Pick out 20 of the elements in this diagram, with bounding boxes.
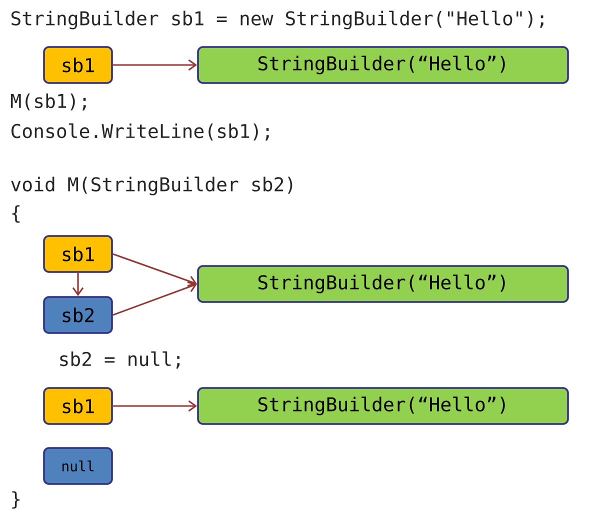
arrow [72,272,84,296]
object-box: StringBuilder(“Hello”) [197,46,569,84]
variable-box: sb1 [43,387,113,425]
object-box: StringBuilder(“Hello”) [197,387,569,425]
variable-box: sb1 [43,235,113,273]
arrow [112,59,198,71]
code-line: StringBuilder sb1 = new StringBuilder("Hello"); [12,10,544,30]
arrow [112,253,198,287]
code-line: } [12,491,20,509]
arrow [112,400,198,412]
object-box: StringBuilder(“Hello”) [197,265,569,303]
code-line: sb2 = null; [60,351,180,369]
arrow [112,281,198,316]
code-line: M(sb1); [11,93,86,111]
variable-box: null [43,447,113,485]
variable-box: sb2 [43,296,113,334]
code-line: { [12,205,20,223]
code-line: void M(StringBuilder sb2) [11,176,292,196]
variable-box: sb1 [43,46,113,84]
code-line: Console.WriteLine(sb1); [12,123,269,141]
